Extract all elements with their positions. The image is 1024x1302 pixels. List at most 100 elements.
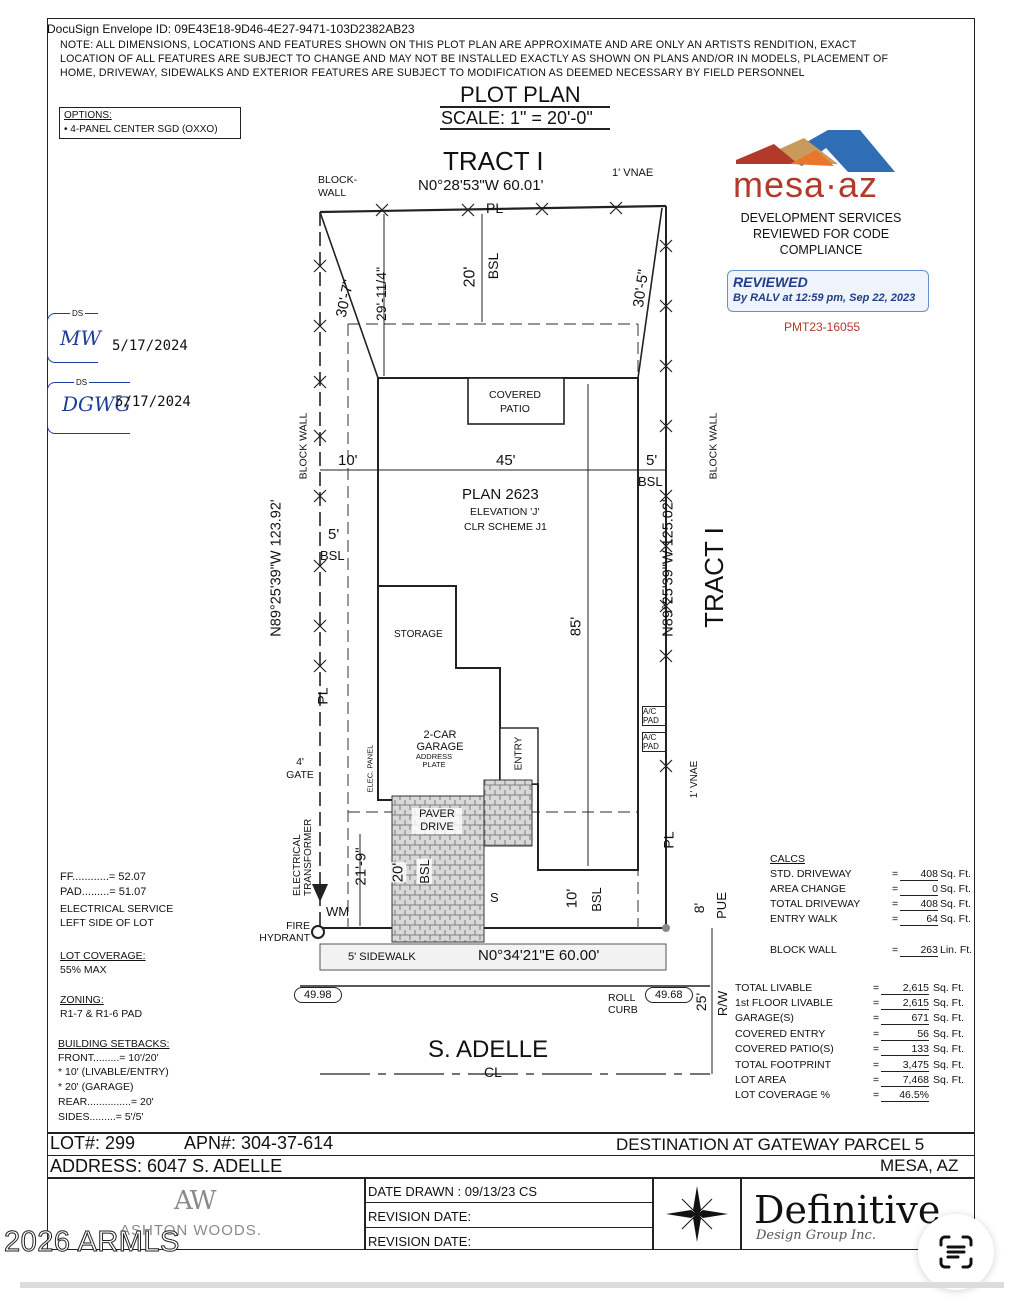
calc-unit: Sq. Ft. <box>940 913 971 925</box>
total-unit: Sq. Ft. <box>933 1059 964 1071</box>
plan-scheme: CLR SCHEME J1 <box>464 521 547 533</box>
front-bearing: N0°34'21"E 60.00' <box>478 947 600 964</box>
vnae-top-label: 1' VNAE <box>612 167 654 179</box>
gate-label: 4' GATE <box>286 756 314 781</box>
title-block-divider-3 <box>740 1177 742 1250</box>
street-cl: CL <box>484 1064 502 1080</box>
calc-label: TOTAL DRIVEWAY <box>770 898 861 910</box>
total-unit: Sq. Ft. <box>933 982 964 994</box>
initials-signature-2: DGWG <box>62 392 131 416</box>
calc-unit: Sq. Ft. <box>940 883 971 895</box>
total-value: 46.5% <box>881 1089 929 1102</box>
title-rule <box>440 106 610 108</box>
zoning-heading: ZONING: <box>60 994 104 1006</box>
s-label: S <box>490 890 499 905</box>
plan-elevation: ELEVATION 'J' <box>470 506 540 518</box>
setbacks-heading: BUILDING SETBACKS: <box>58 1038 170 1050</box>
title-block-bottom-rule <box>47 1177 975 1179</box>
setback-sides: SIDES.........= 5'/5' <box>58 1111 144 1123</box>
calc-value: 408 <box>900 868 938 881</box>
address-plate-label: ADDRESS PLATE <box>415 752 453 769</box>
total-unit: Sq. Ft. <box>933 1028 964 1040</box>
wm-label: WM <box>326 904 350 919</box>
right-bsl: BSL <box>638 474 663 489</box>
front-left-dim: 21'-9" <box>352 847 370 886</box>
total-label: COVERED PATIO(S) <box>735 1043 834 1055</box>
elec-panel-label: ELEC. PANEL <box>365 744 375 793</box>
address: ADDRESS: 6047 S. ADELLE <box>50 1156 283 1176</box>
width-right-dim: 5' <box>646 452 658 469</box>
sidewalk <box>319 943 667 971</box>
initials-signature-1: MW <box>60 326 102 350</box>
block-wall-left-label: BLOCK WALL <box>297 412 310 480</box>
lot-line-rear <box>319 204 667 214</box>
ac-pad-1: A/C PAD <box>642 706 666 726</box>
calc-unit: Sq. Ft. <box>940 868 971 880</box>
total-label: LOT COVERAGE % <box>735 1089 830 1101</box>
rear-setback-dim: 20' <box>461 266 479 288</box>
setback-rear: REAR...............= 20' <box>58 1096 154 1108</box>
logo-roof-orange <box>790 150 834 166</box>
calc-value: 64 <box>900 913 938 926</box>
elev-left-badge: 49.98 <box>294 987 342 1003</box>
total-value: 3,475 <box>881 1059 929 1072</box>
reviewed-stamp <box>727 270 929 312</box>
pl-right: PL <box>660 831 677 849</box>
mls-watermark: 2026 ARMLS <box>4 1226 180 1259</box>
designer-subtitle: Design Group Inc. <box>756 1228 876 1243</box>
total-value: 2,615 <box>881 997 929 1010</box>
calc-eq: = <box>892 944 899 956</box>
calc-eq: = <box>892 898 899 910</box>
fire-hydrant-symbol <box>311 925 325 939</box>
paver-drive-label: PAVER DRIVE <box>412 808 462 834</box>
rw-label: R/W <box>715 990 731 1017</box>
options-item: • 4-PANEL CENTER SGD (OXXO) <box>64 124 218 135</box>
ff-value: FF............= 52.07 <box>60 871 146 883</box>
right-diag-wall <box>637 207 663 379</box>
rear-bsl: BSL <box>485 252 502 280</box>
block-wall-right-label: BLOCK WALL <box>707 412 720 480</box>
lot-number: LOT#: 299 <box>50 1133 136 1153</box>
total-eq: = <box>873 1074 880 1086</box>
initials-tag-1: DS <box>70 309 86 318</box>
notice-line-1: NOTE: ALL DIMENSIONS, LOCATIONS AND FEAT… <box>60 39 857 51</box>
mesa-az-logo <box>736 130 895 172</box>
left-diag-wall <box>319 211 379 379</box>
lot-corner-marker <box>662 924 670 932</box>
total-eq: = <box>873 1089 880 1101</box>
electrical-transformer-label: ELECTRICAL TRANSFORMER <box>292 818 314 896</box>
initials-date-1: 5/17/2024 <box>112 338 188 354</box>
total-eq: = <box>873 1043 880 1055</box>
setback-front: FRONT.........= 10'/20' <box>58 1052 159 1064</box>
sidewalk-label: 5' SIDEWALK <box>348 951 416 963</box>
depth-dim: 85' <box>567 616 585 637</box>
electrical-service-2: LEFT SIDE OF LOT <box>60 917 154 929</box>
page-bottom-strip <box>20 1282 1004 1288</box>
street-name: S. ADELLE <box>428 1036 549 1063</box>
reviewed-by: By RALV at 12:59 pm, Sep 22, 2023 <box>733 292 916 304</box>
total-label: 1st FLOOR LIVABLE <box>735 997 833 1009</box>
calc-value: 408 <box>900 898 938 911</box>
title-block-mid-rule <box>47 1155 975 1157</box>
pue-dim: 8' <box>691 902 708 914</box>
left-bsl: BSL <box>320 548 345 563</box>
calc-value: 0 <box>900 883 938 896</box>
total-unit: Sq. Ft. <box>933 997 964 1009</box>
mesa-az-wordmark: mesa·az <box>733 164 879 205</box>
total-unit: Sq. Ft. <box>933 1074 964 1086</box>
calcs-heading: CALCS <box>770 853 806 865</box>
entry-rect <box>499 727 539 785</box>
builder-mark: AW <box>174 1186 216 1216</box>
total-unit: Sq. Ft. <box>933 1012 964 1024</box>
scan-text-button[interactable] <box>918 1214 994 1290</box>
plan-name: PLAN 2623 <box>462 486 539 503</box>
total-value: 7,468 <box>881 1074 929 1087</box>
subdivision-name: DESTINATION AT GATEWAY PARCEL 5 <box>616 1135 925 1154</box>
calc-eq: = <box>892 868 899 880</box>
scan-text-icon <box>939 1235 973 1269</box>
right-bearing: N89°25'39"W 125.02' <box>660 499 677 637</box>
total-unit: Sq. Ft. <box>933 1043 964 1055</box>
permit-number: PMT23-16055 <box>784 320 861 334</box>
ac-pad-2: A/C PAD <box>642 732 666 752</box>
